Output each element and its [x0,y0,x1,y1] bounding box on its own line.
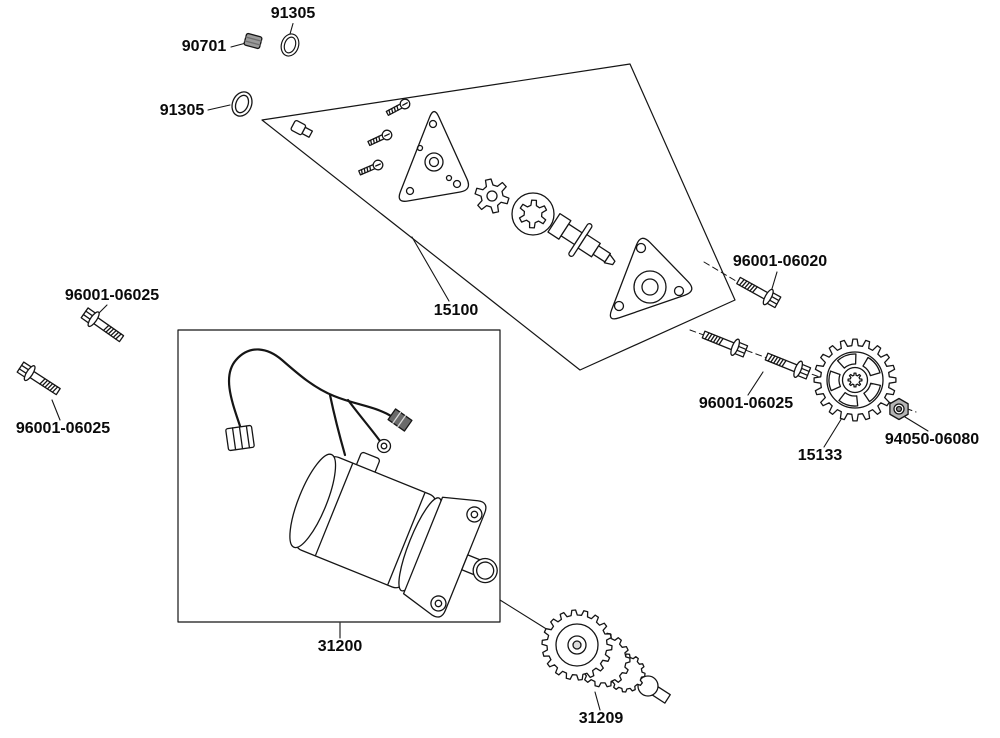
collar-90701 [243,32,263,50]
inner-rotor-gear [474,178,510,214]
flange-bolt-right-1 [699,325,750,360]
pump-cover-plate [398,110,470,202]
flange-bolt-upper-left [79,305,128,347]
plug-bolt [290,119,314,138]
cover-screw-2 [366,127,395,149]
outer-rotor [511,192,555,236]
ring-terminal [376,438,392,454]
sprocket-15133 [813,338,897,422]
flange-bolt-right-2 [762,347,813,382]
wire-harness [227,348,393,457]
assembly-outline [261,63,736,371]
o-ring-top-91305 [277,31,303,59]
motor-o-ring [472,557,498,584]
cover-screw-3 [357,158,385,178]
pump-shaft [547,212,616,266]
flange-nut [889,397,909,421]
leader-lines [51,22,929,711]
starter-motor [289,451,498,618]
o-ring-left-91305 [227,88,257,120]
starter-motor-box [177,329,501,623]
pump-bracket [609,237,693,320]
wire-connector [387,408,413,432]
connector-block [225,424,255,452]
starter-drive-gear [541,609,671,704]
flange-bolt-lower-left [15,359,64,400]
